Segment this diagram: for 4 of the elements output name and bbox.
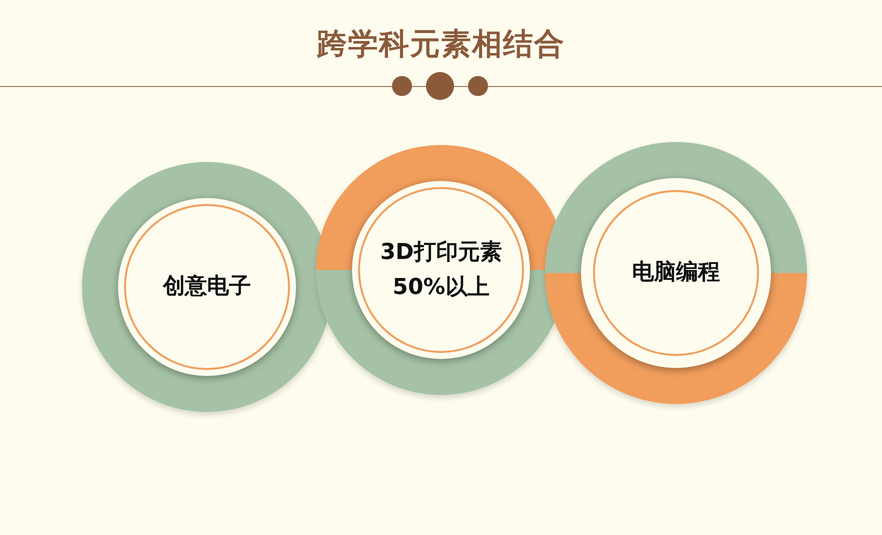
node-label: 电脑编程 [632, 259, 720, 288]
node-label: 创意电子 [163, 273, 251, 302]
title: 跨学科元素相结合 [317, 26, 565, 64]
node-label: 3D打印元素 50%以上 [379, 238, 503, 302]
